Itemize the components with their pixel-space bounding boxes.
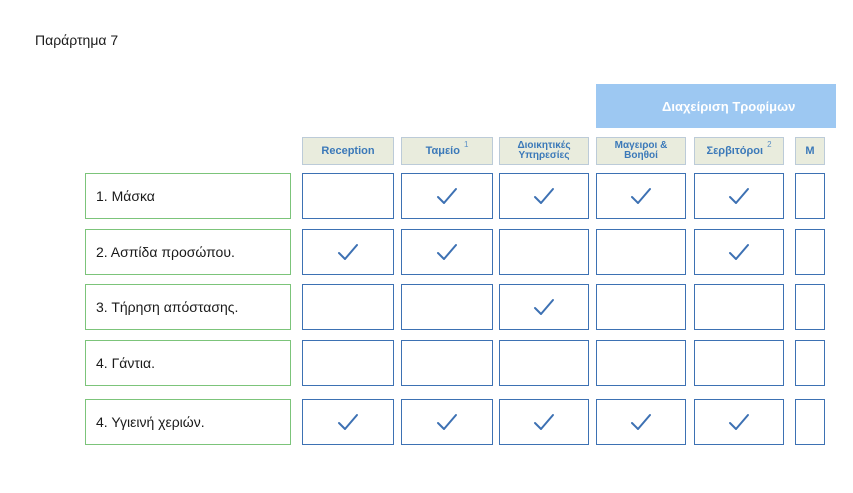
column-header-line: Ταμείο [425,144,460,157]
empty-cell [499,340,589,386]
empty-cell [401,340,493,386]
column-header: Reception [302,137,394,165]
empty-cell [302,173,394,219]
empty-cell [795,229,825,275]
check-mark-icon [338,414,358,430]
checked-cell [499,284,589,330]
empty-cell [596,229,686,275]
column-header-line: Reception [321,144,375,157]
group-header-food-management: Διαχείριση Τροφίμων [596,84,836,128]
empty-cell [596,284,686,330]
column-header-line: Σερβιτόροι [706,144,764,157]
empty-cell [795,284,825,330]
check-mark-icon [437,414,457,430]
column-header-label: Reception [321,144,375,157]
column-header: Μαγειροι &Βοηθοί [596,137,686,165]
footnote-marker: 2 [767,139,772,149]
row-label: 1. Μάσκα [85,173,291,219]
check-mark-icon [729,244,749,260]
checked-cell [302,399,394,445]
check-mark-icon [437,188,457,204]
checked-cell [302,229,394,275]
empty-cell [499,229,589,275]
column-header-line: M [805,144,815,157]
page-title: Παράρτημα 7 [35,32,119,48]
footnote-marker: 1 [463,139,469,149]
check-mark-icon [338,244,358,260]
column-header-label: Σερβιτόροι [706,144,764,157]
empty-cell [401,284,493,330]
checked-cell [596,399,686,445]
checked-cell [401,229,493,275]
checked-cell [401,173,493,219]
row-label: 4. Γάντια. [85,340,291,386]
check-mark-icon [631,414,651,430]
empty-cell [795,340,825,386]
row-label: 2. Ασπίδα προσώπου. [85,229,291,275]
checked-cell [596,173,686,219]
column-header: M [795,137,825,165]
check-mark-icon [534,414,554,430]
column-header-label: M [805,144,815,157]
check-mark-icon [437,244,457,260]
column-header-label: Ταμείο [425,144,460,157]
column-header-line: Μαγειροι & [614,140,668,151]
empty-cell [795,399,825,445]
row-label: 4. Υγιεινή χεριών. [85,399,291,445]
checked-cell [499,399,589,445]
empty-cell [694,284,784,330]
row-label: 3. Τήρηση απόστασης. [85,284,291,330]
column-header-line: Υπηρεσίες [518,150,570,161]
check-mark-icon [631,188,651,204]
empty-cell [302,340,394,386]
check-mark-icon [534,299,554,315]
check-mark-icon [729,414,749,430]
empty-cell [596,340,686,386]
check-mark-icon [729,188,749,204]
checked-cell [401,399,493,445]
column-header-line: Βοηθοί [624,150,658,161]
column-header-label: Μαγειροι &Βοηθοί [615,141,668,161]
empty-cell [694,340,784,386]
checked-cell [499,173,589,219]
checked-cell [694,399,784,445]
check-mark-icon [534,188,554,204]
empty-cell [302,284,394,330]
checked-cell [694,173,784,219]
checked-cell [694,229,784,275]
empty-cell [795,173,825,219]
column-header-line: Διοικητικές [517,140,571,151]
